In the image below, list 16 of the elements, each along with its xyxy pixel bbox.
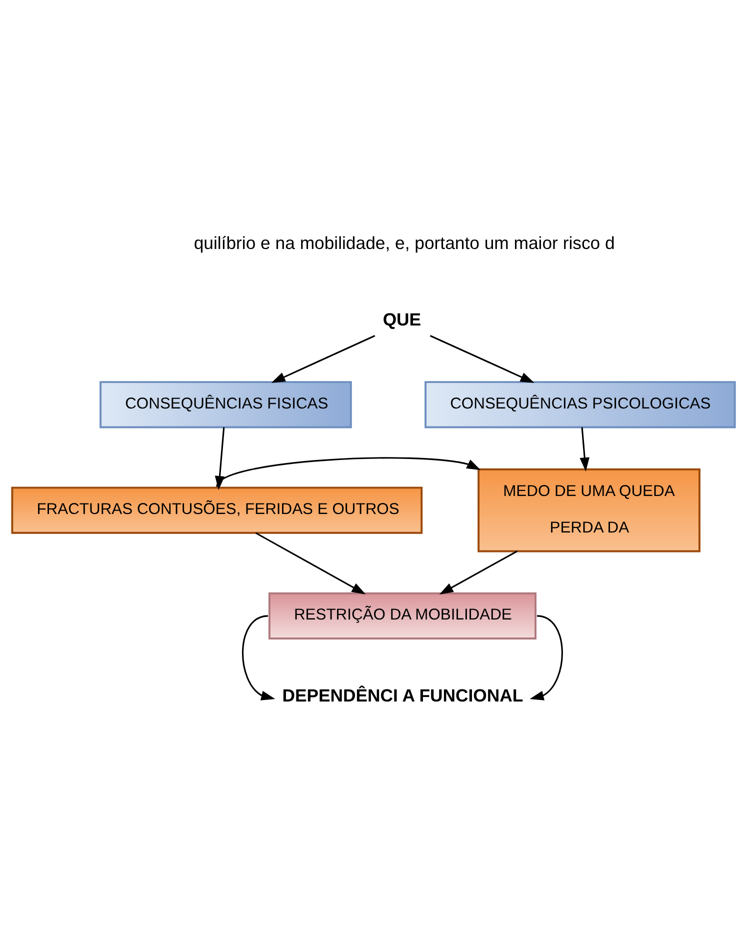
arrow (530, 615, 563, 700)
arrow (430, 335, 534, 383)
arrow (580, 427, 590, 472)
node-box: FRACTURAS CONTUSÕES, FERIDAS E OUTROS (11, 486, 423, 534)
node-box: CONSEQUÊNCIAS PSICOLOGICAS (424, 381, 736, 428)
arrow (271, 335, 376, 383)
node-box: MEDO DE UMA QUEDA PERDA DA (478, 468, 700, 552)
label: quilíbrio e na mobilidade, e, portanto um maior risco d (194, 232, 615, 253)
arrow (255, 532, 366, 594)
node-text: DEPENDÊNCI A FUNCIONAL (282, 686, 524, 706)
node-text: QUE (382, 310, 422, 330)
arrow (216, 457, 481, 488)
arrow (242, 615, 276, 700)
arrow (439, 550, 518, 594)
node-box: CONSEQUÊNCIAS FISICAS (100, 381, 352, 428)
node-box: RESTRIÇÃO DA MOBILIDADE (268, 592, 536, 640)
